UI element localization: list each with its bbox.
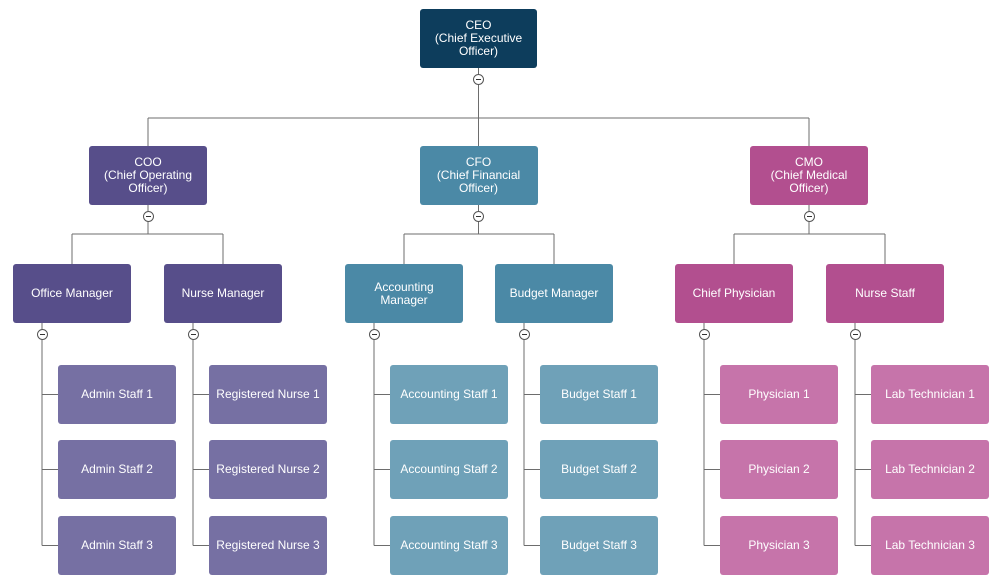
staff-lab-technician-3-label: Lab Technician 3 bbox=[885, 538, 975, 552]
staff-accounting-staff-3[interactable]: Accounting Staff 3 bbox=[390, 516, 508, 575]
staff-physician-2-label: Physician 2 bbox=[748, 462, 810, 476]
cfo-box[interactable]: CFO (Chief Financial Officer) bbox=[419, 146, 538, 205]
manager-nurse-staff-label: Nurse Staff bbox=[855, 286, 915, 300]
staff-physician-3-label: Physician 3 bbox=[748, 538, 810, 552]
staff-accounting-staff-2-label: Accounting Staff 2 bbox=[400, 462, 498, 476]
staff-admin-staff-2[interactable]: Admin Staff 2 bbox=[58, 440, 176, 499]
staff-lab-technician-2[interactable]: Lab Technician 2 bbox=[871, 440, 989, 499]
manager-chief-physician[interactable]: Chief Physician bbox=[675, 264, 793, 323]
staff-admin-staff-3-label: Admin Staff 3 bbox=[81, 538, 153, 552]
staff-budget-staff-3[interactable]: Budget Staff 3 bbox=[540, 516, 658, 575]
manager-accounting-manager[interactable]: Accounting Manager bbox=[345, 264, 463, 323]
cfo-box-label: CFO (Chief Financial Officer) bbox=[436, 155, 521, 195]
staff-budget-staff-2[interactable]: Budget Staff 2 bbox=[540, 440, 658, 499]
coo-box[interactable]: COO (Chief Operating Officer) bbox=[89, 146, 207, 205]
cmo-collapse-toggle[interactable] bbox=[803, 210, 815, 222]
manager-collapse-toggle[interactable] bbox=[518, 328, 530, 340]
staff-admin-staff-2-label: Admin Staff 2 bbox=[81, 462, 153, 476]
staff-admin-staff-1[interactable]: Admin Staff 1 bbox=[58, 365, 176, 424]
ceo-box-label: CEO (Chief Executive Officer) bbox=[434, 18, 523, 58]
staff-budget-staff-3-label: Budget Staff 3 bbox=[561, 538, 637, 552]
staff-lab-technician-1[interactable]: Lab Technician 1 bbox=[871, 365, 989, 424]
staff-budget-staff-1[interactable]: Budget Staff 1 bbox=[540, 365, 658, 424]
manager-nurse-manager[interactable]: Nurse Manager bbox=[164, 264, 282, 323]
staff-budget-staff-2-label: Budget Staff 2 bbox=[561, 462, 637, 476]
staff-physician-2[interactable]: Physician 2 bbox=[720, 440, 838, 499]
ceo-box[interactable]: CEO (Chief Executive Officer) bbox=[420, 9, 537, 68]
staff-accounting-staff-1-label: Accounting Staff 1 bbox=[400, 387, 498, 401]
staff-lab-technician-3[interactable]: Lab Technician 3 bbox=[871, 516, 989, 575]
manager-collapse-toggle[interactable] bbox=[368, 328, 380, 340]
staff-accounting-staff-3-label: Accounting Staff 3 bbox=[400, 538, 498, 552]
manager-accounting-manager-label: Accounting Manager bbox=[374, 279, 434, 307]
staff-budget-staff-1-label: Budget Staff 1 bbox=[561, 387, 637, 401]
staff-registered-nurse-1-label: Registered Nurse 1 bbox=[216, 387, 320, 401]
manager-collapse-toggle[interactable] bbox=[187, 328, 199, 340]
staff-accounting-staff-2[interactable]: Accounting Staff 2 bbox=[390, 440, 508, 499]
manager-nurse-staff[interactable]: Nurse Staff bbox=[826, 264, 944, 323]
manager-chief-physician-label: Chief Physician bbox=[692, 286, 776, 300]
cfo-collapse-toggle[interactable] bbox=[473, 210, 484, 222]
staff-lab-technician-2-label: Lab Technician 2 bbox=[885, 462, 975, 476]
staff-physician-3[interactable]: Physician 3 bbox=[720, 516, 838, 575]
manager-collapse-toggle[interactable] bbox=[36, 328, 48, 340]
staff-registered-nurse-1[interactable]: Registered Nurse 1 bbox=[209, 365, 327, 424]
staff-registered-nurse-3[interactable]: Registered Nurse 3 bbox=[209, 516, 327, 575]
cmo-box-label: CMO (Chief Medical Officer) bbox=[770, 155, 848, 195]
manager-office-manager-label: Office Manager bbox=[31, 286, 113, 300]
staff-admin-staff-3[interactable]: Admin Staff 3 bbox=[58, 516, 176, 575]
manager-budget-manager-label: Budget Manager bbox=[509, 286, 599, 300]
manager-collapse-toggle[interactable] bbox=[849, 328, 861, 340]
staff-lab-technician-1-label: Lab Technician 1 bbox=[885, 387, 975, 401]
cmo-box[interactable]: CMO (Chief Medical Officer) bbox=[750, 146, 868, 205]
ceo-collapse-toggle[interactable] bbox=[473, 73, 484, 85]
staff-admin-staff-1-label: Admin Staff 1 bbox=[81, 387, 153, 401]
coo-collapse-toggle[interactable] bbox=[142, 210, 154, 222]
manager-office-manager[interactable]: Office Manager bbox=[13, 264, 131, 323]
coo-box-label: COO (Chief Operating Officer) bbox=[103, 155, 193, 195]
staff-registered-nurse-2-label: Registered Nurse 2 bbox=[216, 462, 320, 476]
manager-nurse-manager-label: Nurse Manager bbox=[181, 286, 265, 300]
staff-physician-1[interactable]: Physician 1 bbox=[720, 365, 838, 424]
manager-budget-manager[interactable]: Budget Manager bbox=[495, 264, 613, 323]
staff-accounting-staff-1[interactable]: Accounting Staff 1 bbox=[390, 365, 508, 424]
staff-registered-nurse-3-label: Registered Nurse 3 bbox=[216, 538, 320, 552]
staff-physician-1-label: Physician 1 bbox=[748, 387, 810, 401]
staff-registered-nurse-2[interactable]: Registered Nurse 2 bbox=[209, 440, 327, 499]
manager-collapse-toggle[interactable] bbox=[698, 328, 710, 340]
